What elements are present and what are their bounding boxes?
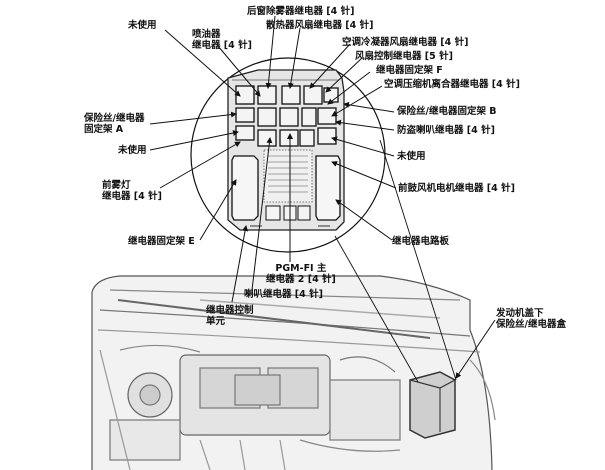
label-relay-circuit-board: 继电器电路板 <box>392 236 450 247</box>
label-pgm-fi-line2: 继电器 2 [4 针] <box>266 274 336 285</box>
label-fuse-relay-holder-b: 保险丝/继电器固定架 B <box>397 106 497 117</box>
label-washer-relay-line2: 继电器 [4 针] <box>192 40 252 51</box>
label-under-hood-line2: 保险丝/继电器盒 <box>496 319 566 330</box>
label-unused-right: 未使用 <box>397 151 426 162</box>
label-rear-defog-relay: 后窗除雾器继电器 [4 针] <box>247 6 355 17</box>
label-unused-left: 未使用 <box>118 145 147 156</box>
magnifier-lines <box>334 139 457 383</box>
magnified-fuse-box <box>190 57 386 253</box>
label-ac-clutch-relay: 空调压缩机离合器继电器 [4 针] <box>384 79 520 90</box>
label-under-hood-fuse-box: 发动机盖下 保险丝/继电器盒 <box>496 308 566 330</box>
label-fan-control-relay: 风扇控制继电器 [5 针] <box>355 51 453 62</box>
label-security-horn-relay: 防盗喇叭继电器 [4 针] <box>397 125 495 136</box>
label-relay-control-unit: 继电器控制 单元 <box>206 305 254 327</box>
label-relay-holder-f: 继电器固定架 F <box>376 65 443 76</box>
label-fuse-relay-holder-a-line1: 保险丝/继电器 <box>84 113 145 124</box>
label-relay-control-line2: 单元 <box>206 316 226 327</box>
label-under-hood-line1: 发动机盖下 <box>496 308 544 319</box>
label-front-fog-line2: 继电器 [4 针] <box>102 191 162 202</box>
label-horn-relay: 喇叭继电器 [4 针] <box>244 289 323 300</box>
leader-lines <box>149 15 496 379</box>
label-relay-holder-e: 继电器固定架 E <box>128 236 195 247</box>
engine-bay-illustration <box>91 275 496 470</box>
label-ac-condenser-fan-relay: 空调冷凝器风扇继电器 [4 针] <box>342 37 469 48</box>
label-fuse-relay-holder-a-line2: 固定架 A <box>84 124 124 135</box>
label-unused-top-left: 未使用 <box>128 20 157 31</box>
label-washer-relay-line1: 喷油器 <box>192 29 221 40</box>
label-radiator-fan-relay: 散热器风扇继电器 [4 针] <box>266 20 374 31</box>
label-relay-control-line1: 继电器控制 <box>206 305 254 316</box>
label-fuse-relay-holder-a: 保险丝/继电器 固定架 A <box>84 113 144 135</box>
label-front-fog-line1: 前雾灯 <box>102 180 131 191</box>
label-front-fog-relay: 前雾灯 继电器 [4 针] <box>102 180 162 202</box>
label-front-blower-relay: 前鼓风机电机继电器 [4 针] <box>398 183 515 194</box>
label-pgm-fi-line1: PGM-FI 主 <box>275 263 327 274</box>
label-pgm-fi-relay: PGM-FI 主 继电器 2 [4 针] <box>266 263 336 285</box>
label-washer-relay: 喷油器 继电器 [4 针] <box>192 29 252 51</box>
